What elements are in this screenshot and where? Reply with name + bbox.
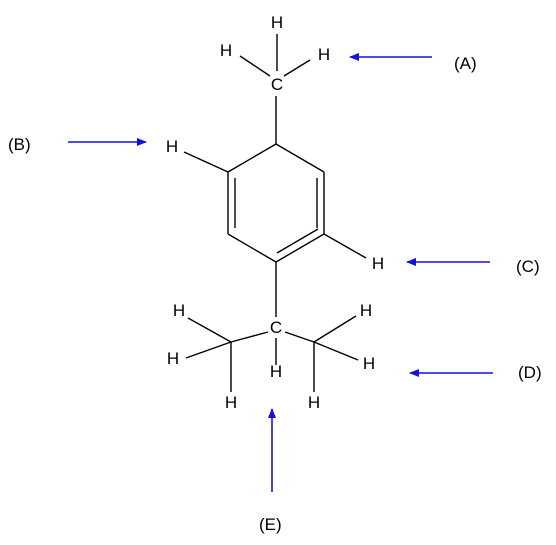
atom-ring-h-b: H [166,137,178,156]
label-b: (B) [8,135,31,154]
atom-methyl-h-top: H [271,13,283,32]
ring-bond-lower-right-bottom [275,233,325,263]
bond-left-methyl-h-top [187,317,232,343]
labels: (A) (B) (C) (D) (E) [8,54,542,534]
label-d: (D) [518,363,542,382]
label-e: (E) [259,515,282,534]
bond-methyl-c-h-left [239,55,271,77]
label-c: (C) [516,257,540,276]
atom-methyl-h-left: H [220,41,232,60]
bond-left-methyl-h-mid [185,341,232,359]
atom-right-methyl-h-bottom: H [308,393,320,412]
ring-double-bond-bottom [276,228,319,254]
atom-methyl-h-right: H [318,45,330,64]
atom-isopropyl-c: C [270,318,282,337]
bond-methyl-c-h-right [283,59,311,77]
atom-right-methyl-h-top: H [360,301,372,320]
atom-methyl-c: C [271,75,283,94]
atom-right-methyl-h-mid: H [363,354,375,373]
atoms: H H H C H H C H H H H H H H [166,13,384,412]
bonds [183,34,367,392]
bond-ring-h-b [183,151,229,173]
bond-ring-h-c [323,233,367,259]
atom-ring-h-c: H [372,254,384,273]
arrows [68,53,493,492]
ring-bond-top-upper-right [275,143,325,173]
bond-isopropyl-to-right-methyl [284,331,315,343]
bond-isopropyl-to-left-methyl [230,331,269,343]
ring-bond-upper-left-top [227,143,277,173]
atom-left-methyl-h-top: H [173,301,185,320]
atom-isopropyl-h: H [270,362,282,381]
ring-bond-bottom-lower-left [227,233,277,263]
bond-right-methyl-h-mid [313,341,359,361]
atom-left-methyl-h-mid: H [167,349,179,368]
atom-left-methyl-h-bottom: H [225,393,237,412]
label-a: (A) [454,54,477,73]
bond-right-methyl-h-top [313,315,357,343]
